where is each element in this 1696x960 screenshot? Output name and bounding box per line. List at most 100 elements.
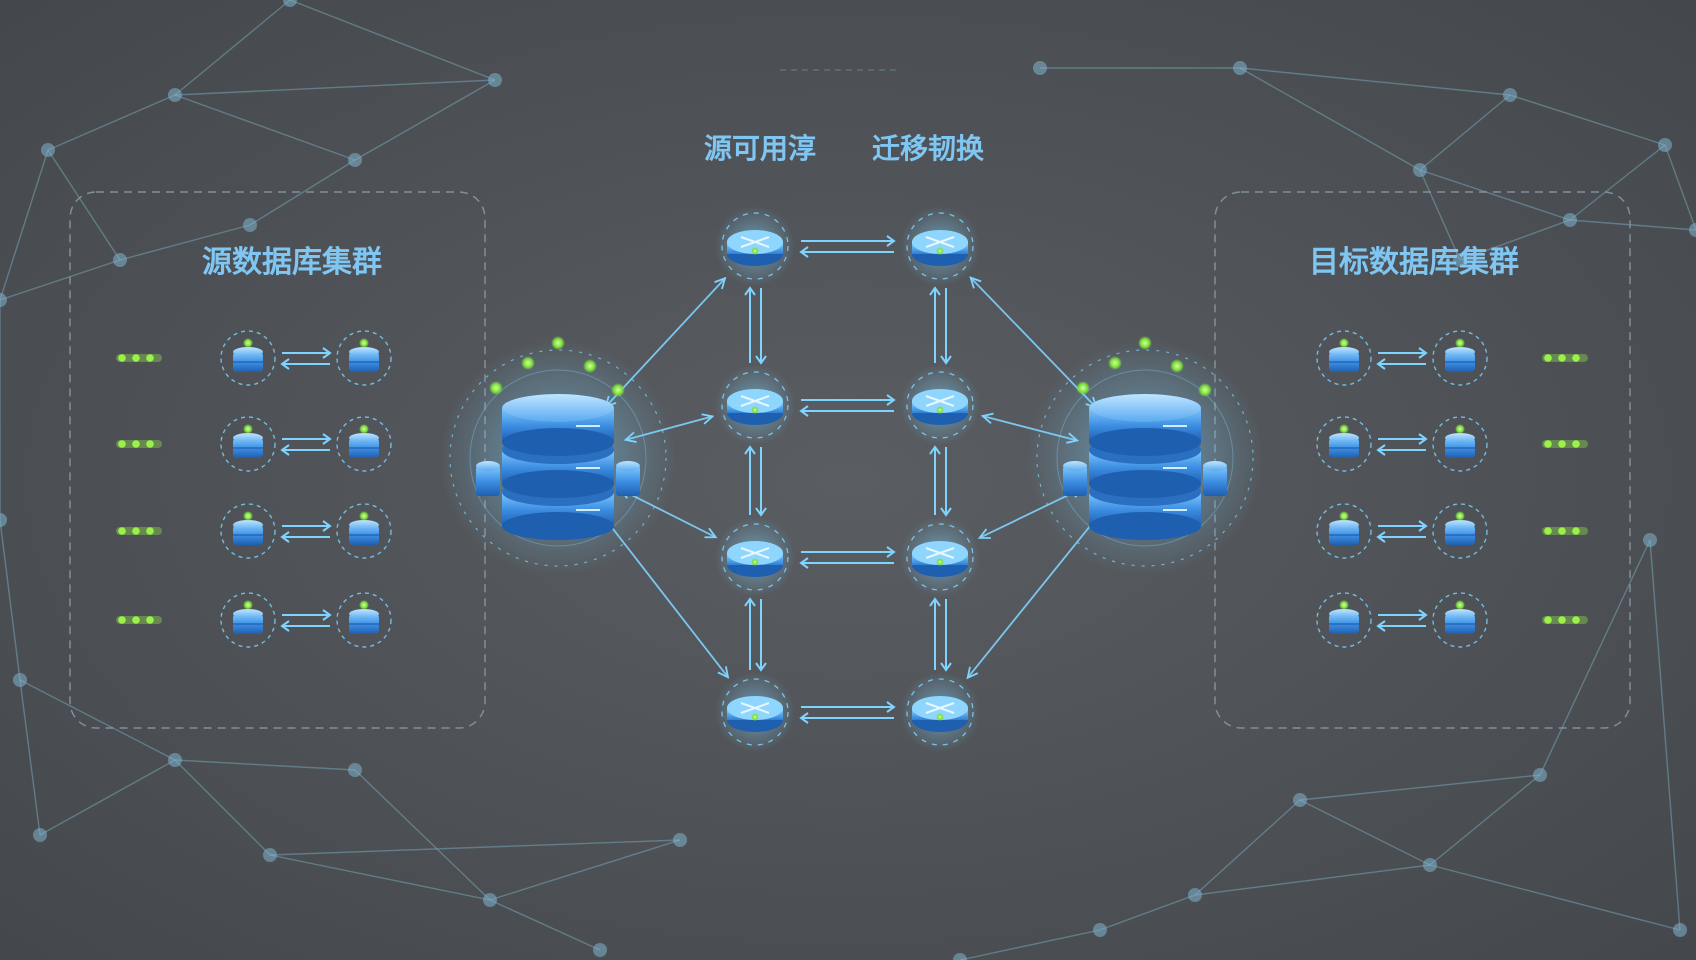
- router-led: [936, 406, 944, 414]
- db-status-glow: [551, 336, 565, 350]
- network-line: [1419, 169, 1571, 221]
- arrow-head: [755, 507, 767, 517]
- network-line: [1419, 169, 1461, 261]
- node-led: [1339, 338, 1349, 348]
- db-side-cap: [476, 461, 500, 471]
- status-led-icon: [116, 527, 162, 535]
- router-led: [936, 247, 944, 255]
- led-dot: [118, 616, 126, 624]
- db-side-cap: [616, 461, 640, 471]
- led-dot: [1572, 440, 1580, 448]
- network-line: [1509, 94, 1666, 146]
- network-line: [354, 769, 491, 901]
- db-node-icon: [336, 330, 392, 386]
- network-node: [113, 253, 127, 267]
- network-node: [1233, 61, 1247, 75]
- network-line: [1664, 144, 1696, 231]
- status-led-icon: [116, 354, 162, 362]
- arrow-head: [755, 662, 767, 672]
- arrow-head: [322, 433, 332, 445]
- node-top: [233, 347, 263, 357]
- node-ring: [1432, 416, 1488, 472]
- network-node: [1673, 923, 1687, 937]
- router-led: [751, 247, 759, 255]
- node-led: [1339, 511, 1349, 521]
- network-line: [174, 759, 271, 856]
- led-dot: [146, 354, 154, 362]
- node-ring: [1316, 330, 1372, 386]
- network-line: [1099, 894, 1196, 931]
- node-ring: [220, 330, 276, 386]
- network-node: [483, 893, 497, 907]
- network-line: [119, 224, 251, 261]
- diagram-title-left: 源可用淳: [704, 132, 816, 165]
- network-line: [489, 839, 681, 901]
- db-tier-bottom: [502, 428, 614, 456]
- node-ring: [1316, 416, 1372, 472]
- router-arrows: [740, 547, 770, 559]
- db-node-icon: [1316, 330, 1372, 386]
- db-status-glow: [1198, 383, 1212, 397]
- db-tier-bottom: [1089, 512, 1201, 540]
- network-line: [1649, 539, 1681, 931]
- node-ring: [220, 416, 276, 472]
- arrow-head: [940, 662, 952, 672]
- node-top: [349, 520, 379, 530]
- network-line: [174, 0, 291, 96]
- network-line: [19, 679, 41, 836]
- router-grid: [715, 206, 980, 752]
- node-ring: [336, 592, 392, 648]
- router-icon: [715, 365, 795, 445]
- router-arrows: [925, 236, 955, 248]
- router-ring: [906, 371, 974, 439]
- router-arrows: [925, 702, 955, 714]
- db-ring: [1056, 369, 1234, 547]
- led-dot: [118, 527, 126, 535]
- network-line: [1299, 799, 1431, 866]
- arrow-head: [929, 445, 941, 455]
- network-node: [1423, 858, 1437, 872]
- db-status-glow: [1138, 336, 1152, 350]
- network-node: [33, 828, 47, 842]
- db-status-glow: [583, 359, 597, 373]
- arrow-head: [799, 712, 809, 724]
- db-node-icon: [220, 416, 276, 472]
- node-led: [1455, 424, 1465, 434]
- router-arrows: [925, 547, 955, 559]
- bidirectional-arrow-icon: [280, 347, 332, 370]
- bidirectional-arrow-icon: [744, 597, 767, 672]
- led-dot: [132, 616, 140, 624]
- bidirectional-arrow-icon: [799, 546, 896, 569]
- router-icon: [900, 672, 980, 752]
- led-dot: [1558, 616, 1566, 624]
- network-node: [1413, 163, 1427, 177]
- network-node: [1188, 888, 1202, 902]
- router-ring: [721, 212, 789, 280]
- db-tier-bottom: [1089, 428, 1201, 456]
- network-node: [0, 513, 7, 527]
- arrow-head: [940, 507, 952, 517]
- network-node: [1658, 138, 1672, 152]
- arrow-head: [280, 358, 290, 370]
- arrow-head: [886, 235, 896, 247]
- bidirectional-arrow-icon: [280, 609, 332, 632]
- arrow-head: [799, 557, 809, 569]
- network-line: [1459, 219, 1571, 261]
- db-status-glow: [489, 381, 503, 395]
- led-dot: [1544, 440, 1552, 448]
- network-line: [19, 679, 176, 761]
- network-line: [269, 839, 681, 856]
- network-line: [1569, 144, 1666, 221]
- node-top: [1329, 520, 1359, 530]
- db-ring: [449, 349, 667, 567]
- db-node-icon: [220, 330, 276, 386]
- node-led: [359, 424, 369, 434]
- node-top: [349, 347, 379, 357]
- db-cap: [502, 394, 614, 422]
- diagram-title-right: 迁移韧换: [872, 132, 985, 165]
- router-ring: [721, 678, 789, 746]
- arrow-head: [980, 412, 994, 425]
- source-node-row: [116, 416, 392, 472]
- network-node: [1453, 253, 1467, 267]
